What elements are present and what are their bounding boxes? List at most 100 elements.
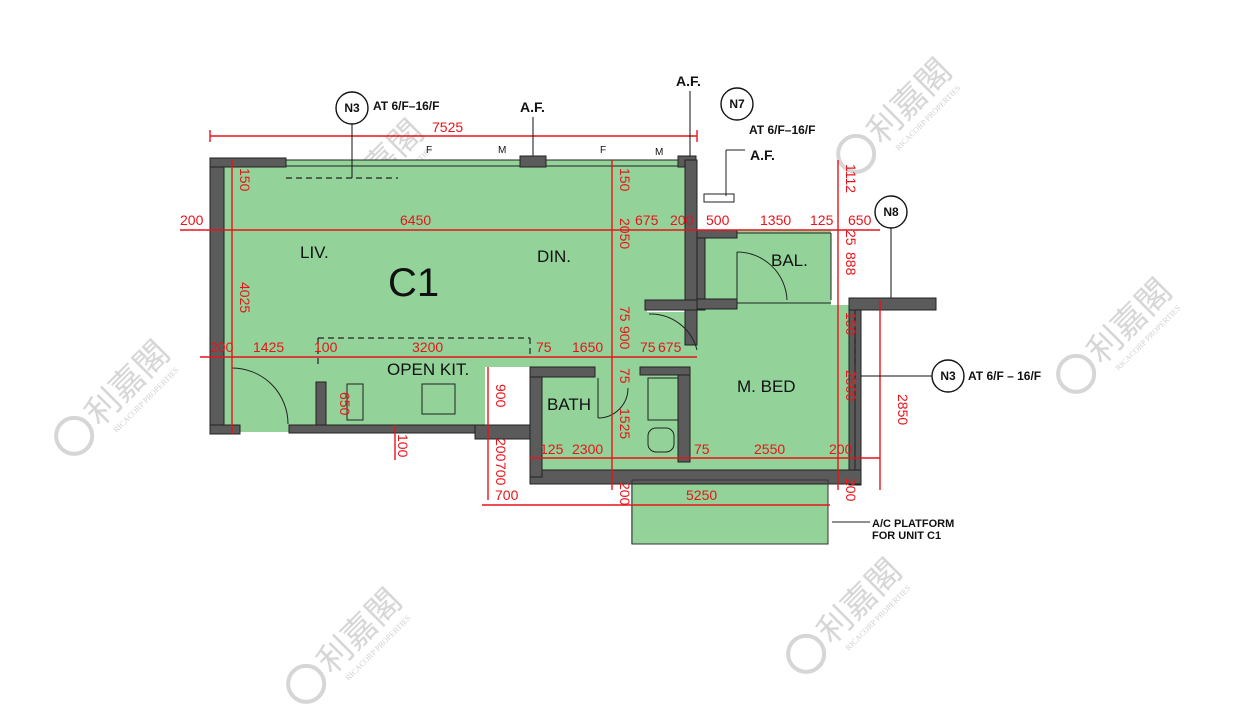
label-af-corner: A.F.	[676, 73, 701, 89]
dashed-lines	[286, 177, 856, 368]
wall-bal-top	[696, 229, 738, 239]
dim-text: 900	[493, 384, 509, 408]
bal-door-swing	[736, 251, 788, 301]
tag-n3-top: N3 AT 6/F–16/F	[335, 91, 439, 178]
window-mark: M	[498, 145, 506, 156]
dim-text: 2300	[572, 441, 603, 457]
watermark-logo: 利嘉閣 RICACORP PROPERTIES	[1056, 272, 1182, 394]
balcony-area	[697, 230, 831, 305]
wall-bath-right	[677, 366, 691, 463]
tag-n8: N8	[874, 195, 908, 298]
dim-text: 2050	[617, 218, 633, 249]
toilet	[647, 427, 675, 453]
svg-text:N3: N3	[344, 101, 360, 115]
bedroom-area	[697, 305, 861, 470]
wall-left-bottom	[209, 424, 241, 435]
watermark-logo: 利嘉閣 RICACORP PROPERTIES	[54, 334, 180, 456]
shower	[647, 377, 679, 421]
window-mark: F	[600, 145, 606, 156]
dim-text: 1350	[760, 212, 791, 228]
label-ac-platform-1: A/C PLATFORM	[872, 518, 954, 530]
watermark-logo: 利嘉閣 RICACORP PROPERTIES	[786, 552, 912, 674]
dim-text: 2500	[843, 370, 859, 401]
dim-text: 125	[540, 441, 564, 457]
dim-text: 7525	[432, 119, 463, 135]
dim-text: 200	[670, 212, 694, 228]
label-living: LIV.	[300, 243, 329, 262]
dim-text: 888	[843, 252, 859, 276]
tag-n3-right: N3 AT 6/F – 16/F	[861, 359, 1041, 393]
dim-text: 150	[237, 168, 253, 192]
window-mark: F	[426, 145, 432, 156]
dim-text: 650	[337, 392, 353, 416]
label-balcony: BAL.	[771, 251, 808, 270]
dim-text: 675	[658, 339, 682, 355]
wall-kit-col	[315, 381, 327, 426]
dim-text: 100	[314, 339, 338, 355]
wall-bath-top	[529, 366, 596, 378]
dim-text: 125	[810, 212, 834, 228]
wall-af-stub	[519, 155, 547, 168]
label-bedroom: M. BED	[737, 377, 796, 396]
dim-text: 700	[495, 487, 519, 503]
dim-text: 1650	[572, 339, 603, 355]
dim-text: 25	[843, 230, 859, 246]
svg-text:N8: N8	[883, 205, 899, 219]
label-af-right: A.F.	[750, 147, 775, 163]
dim-text: 150	[843, 312, 859, 336]
room-fills	[214, 160, 861, 544]
bath-door-swing	[597, 387, 629, 419]
dim-text: 100	[395, 434, 411, 458]
dimension-lines	[180, 130, 881, 506]
wall-right-lower	[684, 309, 698, 346]
wall-right-upper	[684, 159, 698, 311]
wall-bath-top2	[639, 366, 691, 376]
dim-text: 200	[493, 438, 509, 462]
dim-text: 500	[706, 212, 730, 228]
dim-text: 650	[848, 212, 872, 228]
window-mark: M	[655, 147, 663, 158]
walls	[209, 155, 937, 486]
dim-text: 200	[843, 478, 859, 502]
dim-text: 5250	[686, 487, 717, 503]
ac-platform	[631, 480, 828, 544]
dim-text: 75	[640, 339, 656, 355]
svg-text:AT 6/F – 16/F: AT 6/F – 16/F	[968, 369, 1041, 383]
svg-text:AT 6/F–16/F: AT 6/F–16/F	[749, 123, 815, 137]
dim-text: 200	[829, 441, 853, 457]
dim-text: 75	[617, 306, 633, 322]
sink	[346, 383, 364, 421]
label-bath: BATH	[547, 395, 591, 414]
wall-top-left	[209, 157, 287, 168]
wall-bal-bottom	[696, 298, 738, 310]
tag-n7: N7 AT 6/F–16/F	[720, 87, 815, 137]
entry-door-swing	[231, 367, 289, 425]
dim-text: 75	[617, 368, 633, 384]
dim-text: 2850	[895, 394, 911, 425]
watermark-logo: 利嘉閣 RICACORP PROPERTIES	[286, 582, 412, 704]
dim-text: 3200	[412, 339, 443, 355]
window-lines	[286, 159, 856, 545]
wall-n8-ext	[848, 297, 937, 311]
wall-bottom-bed	[529, 469, 862, 485]
bath-area	[540, 372, 686, 470]
dim-text: 1425	[253, 339, 284, 355]
label-af-top: A.F.	[520, 99, 545, 115]
dim-text: 150	[617, 168, 633, 192]
dim-text: 675	[635, 212, 659, 228]
wall-left	[209, 157, 225, 435]
bed-door-swing	[648, 313, 698, 351]
doors	[231, 149, 870, 523]
svg-text:AT 6/F–16/F: AT 6/F–16/F	[373, 99, 439, 113]
dim-text: 1112	[843, 164, 859, 193]
wall-bal-left	[696, 229, 706, 311]
dim-text: 200	[180, 212, 204, 228]
wall-kit-bottom-stub	[474, 424, 531, 440]
label-ac-platform-2: FOR UNIT C1	[872, 530, 941, 542]
dim-text: 700	[493, 462, 509, 486]
dim-text: 2550	[754, 441, 785, 457]
dim-text: 200	[617, 482, 633, 506]
dim-text: 900	[617, 326, 633, 350]
dim-text: 200	[210, 339, 234, 355]
